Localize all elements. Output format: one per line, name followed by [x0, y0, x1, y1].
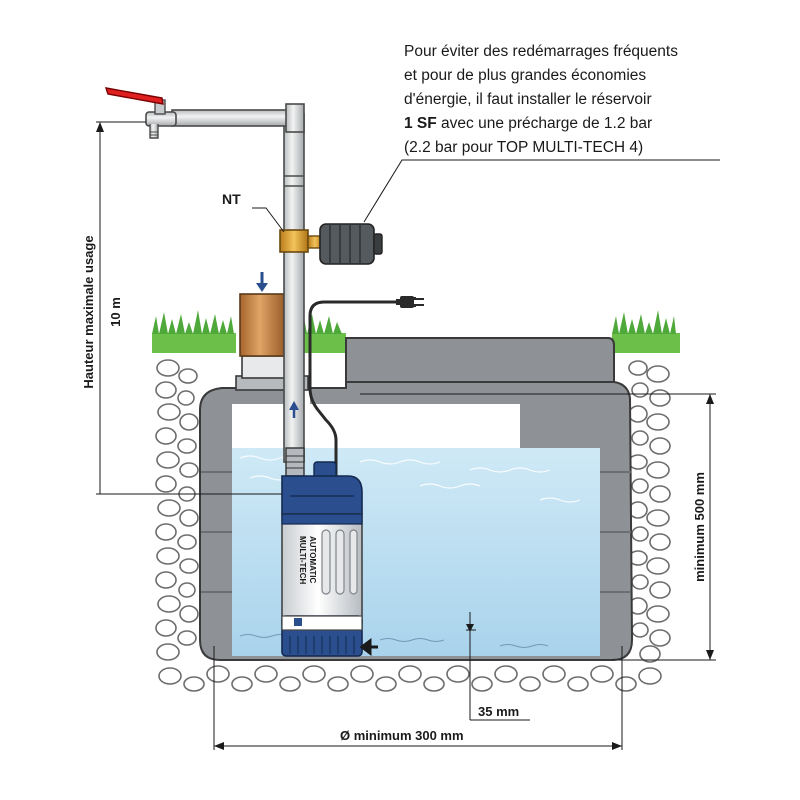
tank-model: 1 SF	[404, 115, 437, 132]
note-line-3: d'énergie, il faut installer le réservoi…	[404, 91, 652, 108]
grass-left	[152, 310, 236, 353]
valve-handle-icon	[104, 87, 164, 105]
filter-cartridge	[239, 272, 285, 357]
discharge-pipe	[171, 103, 305, 463]
note-line-4: 1 SF avec une précharge de 1.2 bar	[404, 112, 784, 136]
grass-middle	[300, 314, 346, 353]
max-height-title: Hauteur maximale usage	[81, 235, 96, 388]
note-line-5: (2.2 bar pour TOP MULTI-TECH 4)	[404, 139, 644, 156]
inlet-arrow-icon	[359, 638, 378, 656]
up-arrow-icon	[289, 401, 299, 410]
nt-label: NT	[222, 191, 241, 207]
submersible-pump: MULTI-TECH AUTOMATIC	[281, 447, 363, 657]
plug-icon	[400, 296, 424, 308]
note-line-2: et pour de plus grandes économies	[404, 67, 647, 84]
storage-tank	[199, 337, 634, 661]
annotation-lines	[96, 121, 720, 750]
down-arrow-icon	[256, 283, 268, 292]
water-tap	[104, 87, 177, 139]
pressure-tank	[319, 223, 383, 265]
grass-right	[612, 310, 680, 353]
precharge-text: avec une précharge de 1.2 bar	[436, 115, 653, 132]
note-line-1: Pour éviter des redémarrages fréquents	[404, 43, 678, 60]
pump-brand-line1: MULTI-TECH	[298, 536, 307, 585]
installation-note: Pour éviter des redémarrages fréquents e…	[404, 40, 784, 160]
min-depth-label: minimum 500 mm	[692, 472, 707, 582]
bottom-gap-label: 35 mm	[478, 704, 519, 719]
pump-brand-line2: AUTOMATIC	[308, 536, 317, 583]
diameter-label: Ø minimum 300 mm	[340, 728, 464, 743]
nt-connector	[279, 229, 323, 253]
max-height-value: 10 m	[108, 297, 123, 327]
